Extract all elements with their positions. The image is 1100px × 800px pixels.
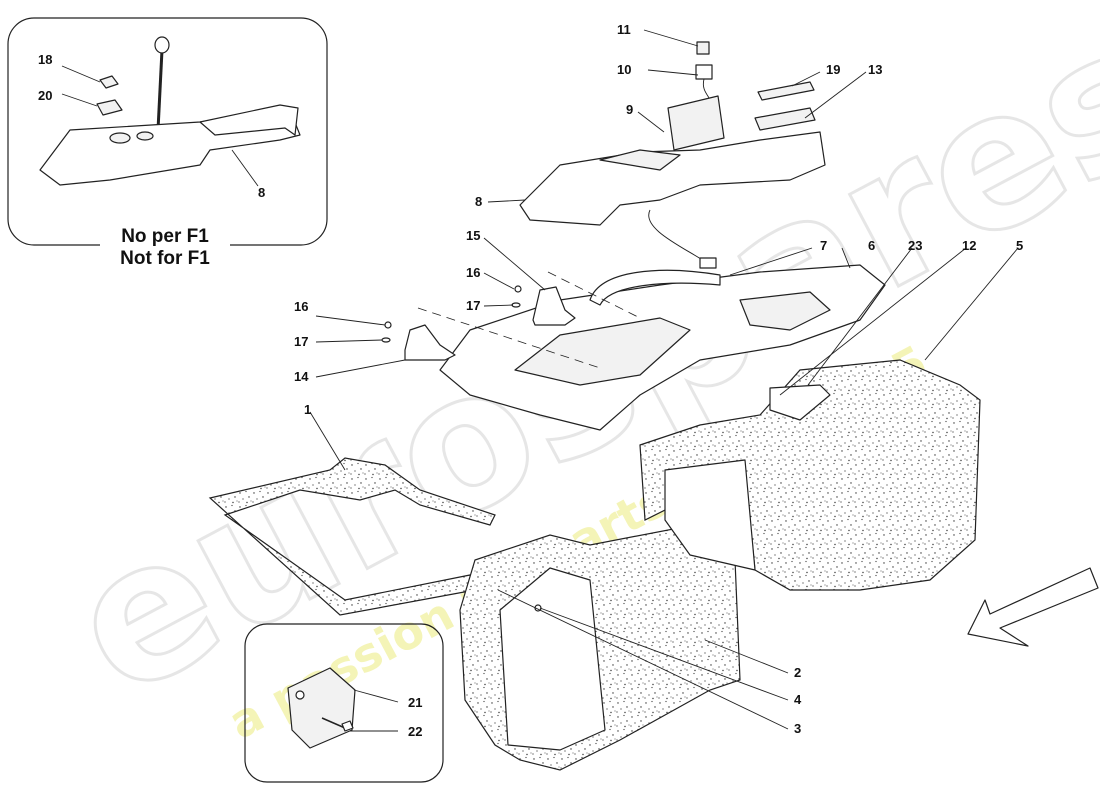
callout-3: 3 — [794, 721, 801, 736]
callout-17a: 17 — [466, 298, 480, 313]
callout-10: 10 — [617, 62, 631, 77]
top-parts — [667, 41, 816, 151]
callout-5: 5 — [1016, 238, 1023, 253]
bracket-15 — [532, 286, 576, 326]
washer-17-right — [511, 302, 521, 308]
bolt-16-left — [384, 321, 392, 329]
callout-12: 12 — [962, 238, 976, 253]
callout-2: 2 — [794, 665, 801, 680]
assembly-line — [417, 307, 601, 369]
inset-note-line2: Not for F1 — [120, 248, 210, 269]
callout-23: 23 — [908, 238, 922, 253]
bolt-16-right — [514, 285, 522, 293]
callout-13: 13 — [868, 62, 882, 77]
clip-23 — [769, 384, 831, 421]
callout-14: 14 — [294, 369, 309, 384]
bracket-14 — [404, 324, 456, 361]
leader-lines — [309, 29, 1019, 730]
callout-1: 1 — [304, 402, 311, 417]
inset-f1: No per F1 Not for F1 18 20 8 — [7, 17, 328, 269]
callout-11: 11 — [617, 22, 631, 37]
callout-19: 19 — [826, 62, 840, 77]
side-panel-inner — [499, 567, 606, 751]
shift-surround — [519, 131, 826, 226]
callout-8: 8 — [475, 194, 482, 209]
callout-16b: 16 — [294, 299, 308, 314]
direction-arrow-icon — [967, 567, 1099, 647]
inset-bracket: 21 22 — [244, 623, 444, 783]
callout-6: 6 — [868, 238, 875, 253]
callout-21: 21 — [408, 695, 422, 710]
assembly-line — [547, 271, 641, 319]
callout-15: 15 — [466, 228, 480, 243]
callout-4: 4 — [794, 692, 802, 707]
callout-18: 18 — [38, 52, 52, 67]
callout-17b: 17 — [294, 334, 308, 349]
washer-17-left — [381, 337, 391, 343]
tunnel-trim-window — [664, 459, 756, 571]
callout-22: 22 — [408, 724, 422, 739]
callout-7: 7 — [820, 238, 827, 253]
callout-16a: 16 — [466, 265, 480, 280]
harness-connector — [699, 257, 717, 269]
callout-9: 9 — [626, 102, 633, 117]
callout-20: 20 — [38, 88, 52, 103]
callout-8-inset: 8 — [258, 185, 265, 200]
inset-note-line1: No per F1 — [121, 226, 209, 247]
